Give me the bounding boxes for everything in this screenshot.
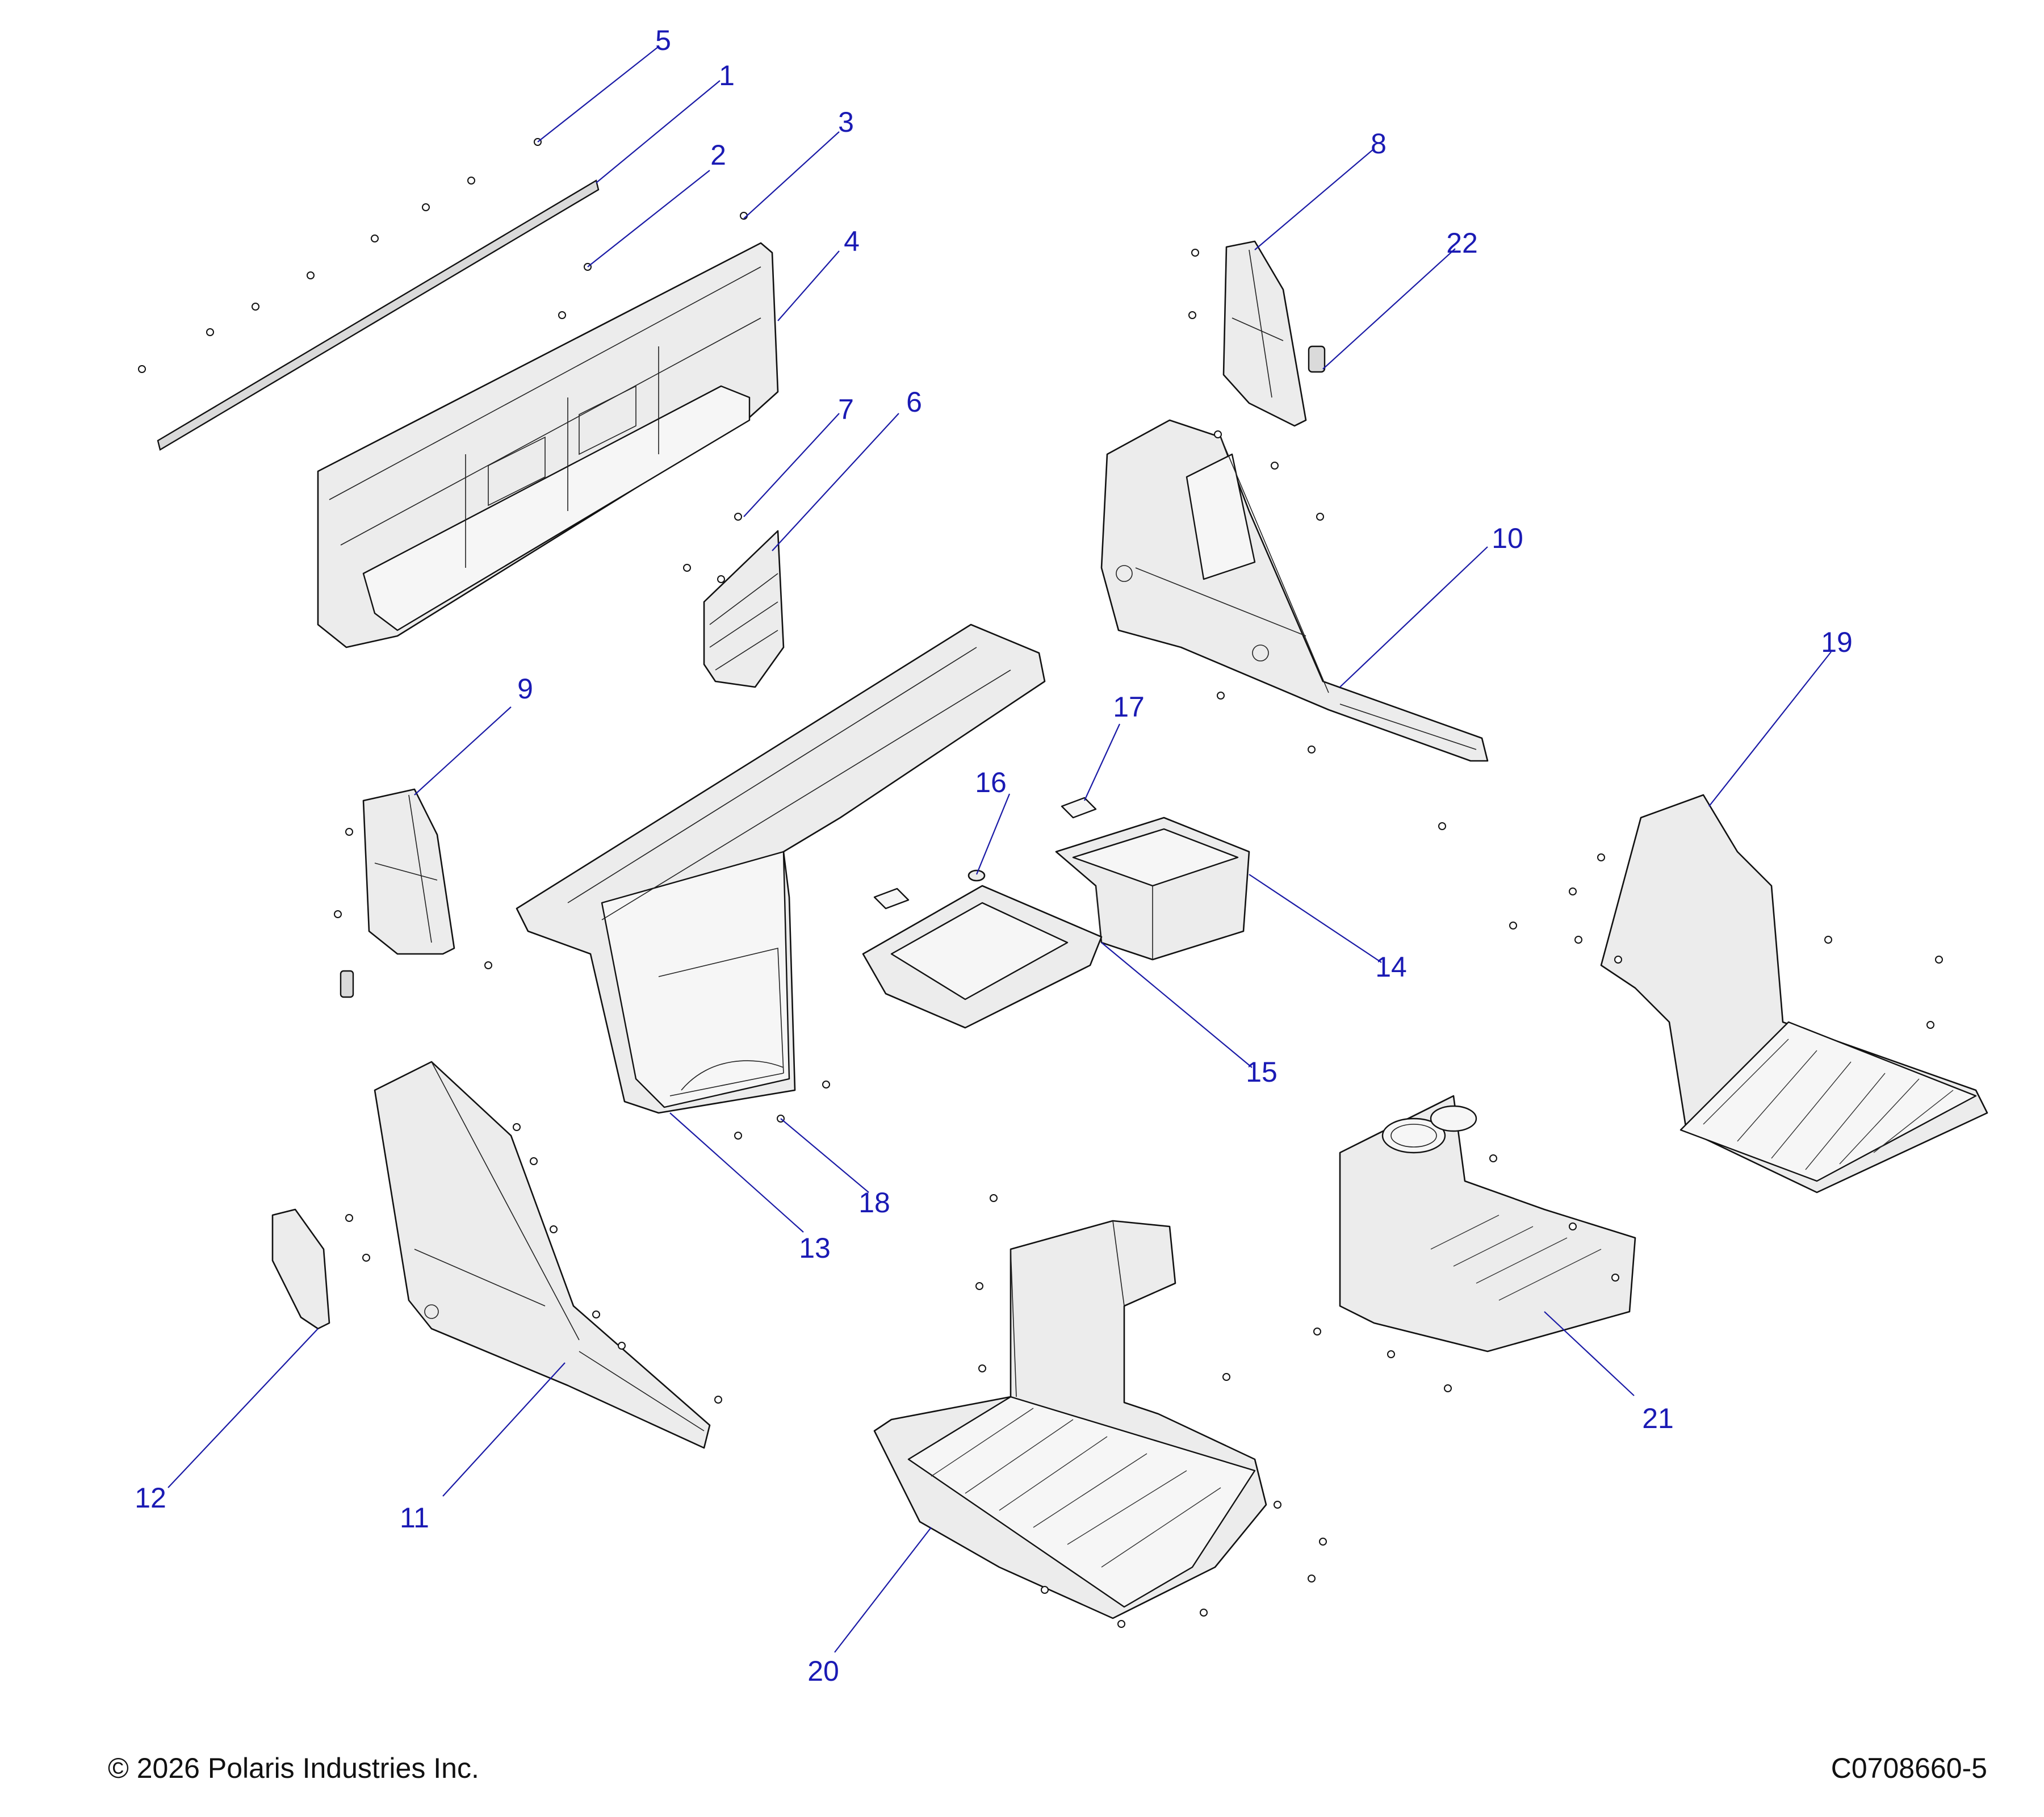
- leader-lines: [167, 46, 1832, 1653]
- callout-5: 5: [655, 24, 671, 56]
- part-4-rear-panel: [317, 242, 779, 648]
- callout-8: 8: [1371, 128, 1387, 160]
- part-20-center-floor: [873, 1220, 1267, 1619]
- callout-20: 20: [807, 1655, 839, 1687]
- part-10-right-rocker-panel: [1100, 419, 1489, 762]
- part-16-grommet: [967, 869, 986, 882]
- part-6-bracket: [703, 530, 785, 688]
- callout-10: 10: [1492, 522, 1523, 554]
- part-19-right-floor: [1600, 794, 1988, 1194]
- part-11-left-rocker-panel: [374, 1061, 711, 1449]
- callout-7: 7: [838, 393, 854, 425]
- callout-16: 16: [975, 767, 1007, 798]
- part-12-side-pad: [271, 1208, 330, 1330]
- callout-3: 3: [838, 106, 854, 138]
- callout-18: 18: [858, 1187, 890, 1219]
- part-21-console-cupholder: [1339, 1095, 1636, 1353]
- part-14-storage-bin: [1055, 817, 1250, 961]
- callout-6: 6: [906, 386, 922, 418]
- callout-15: 15: [1246, 1056, 1278, 1088]
- callout-19: 19: [1821, 626, 1853, 658]
- copyright-notice: © 2026 Polaris Industries Inc.: [108, 1752, 479, 1784]
- part-15-tray: [862, 885, 1103, 1029]
- part-8-side-panel-upper: [1222, 240, 1326, 427]
- drawing-number: C0708660-5: [1831, 1752, 1987, 1784]
- part-17-pad: [873, 797, 1097, 910]
- callout-9: 9: [517, 673, 533, 705]
- callout-22: 22: [1446, 227, 1478, 259]
- callout-11: 11: [400, 1502, 429, 1534]
- part-9-side-panel-left: [340, 788, 455, 998]
- callout-21: 21: [1642, 1402, 1674, 1434]
- part-1-trim-strip: [157, 179, 600, 451]
- callout-17: 17: [1113, 691, 1145, 723]
- callout-1: 1: [719, 60, 735, 91]
- callout-14: 14: [1375, 951, 1407, 983]
- callout-4: 4: [844, 225, 860, 257]
- callout-12: 12: [135, 1482, 166, 1514]
- callout-13: 13: [799, 1232, 831, 1264]
- callout-labels: 1 2 3 4 5 6 7 8 9 10 11 12 13 14 15 16 1…: [135, 24, 1853, 1687]
- part-13-center-frame: [516, 623, 1046, 1114]
- callout-2: 2: [710, 139, 726, 171]
